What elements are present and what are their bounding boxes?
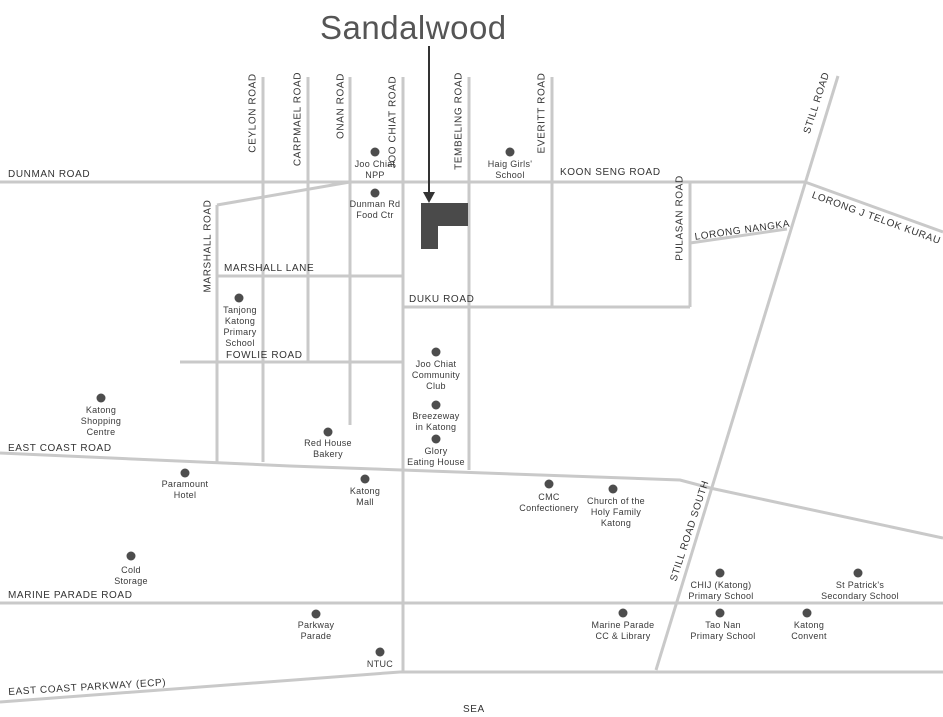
poi-marker-joo-chiat-npp	[370, 147, 380, 157]
road-label-marshall-lane: MARSHALL LANE	[224, 263, 315, 274]
still-road-line	[654, 75, 840, 671]
poi-marker-haig-girls-school	[505, 147, 515, 157]
sandalwood-building	[421, 203, 468, 249]
poi-marker-katong-mall	[360, 474, 370, 484]
sea-label: SEA	[463, 704, 485, 715]
lorong-j-telok-kurau-line	[804, 180, 943, 234]
road-label-fowlie: FOWLIE ROAD	[226, 350, 303, 361]
poi-marker-red-house-bakery	[323, 427, 333, 437]
poi-label-haig-girls-school: Haig Girls'School	[487, 159, 533, 180]
road-label-marine-parade: MARINE PARADE ROAD	[8, 590, 133, 601]
poi-label-chij-katong: CHIJ (Katong)Primary School	[688, 580, 754, 601]
poi-marker-paramount-hotel	[180, 468, 190, 478]
road-label-marshall-road: MARSHALL ROAD	[202, 199, 214, 293]
poi-marker-cmc-confectionery	[544, 479, 554, 489]
poi-marker-chij-katong	[715, 568, 725, 578]
poi-marker-cold-storage	[126, 551, 136, 561]
road-label-joo-chiat: JOO CHIAT ROAD	[387, 75, 399, 169]
road-label-koon-seng: KOON SENG ROAD	[560, 167, 661, 178]
poi-marker-katong-shopping-centre	[96, 393, 106, 403]
poi-label-ntuc: NTUC	[366, 659, 394, 669]
road-label-dunman: DUNMAN ROAD	[8, 169, 91, 180]
poi-marker-marine-parade-cc	[618, 608, 628, 618]
road-label-carpmael: CARPMAEL ROAD	[292, 71, 304, 167]
poi-marker-tanjong-katong-primary	[234, 293, 244, 303]
east-coast-parkway-line	[0, 670, 943, 704]
road-label-duku: DUKU ROAD	[409, 294, 475, 305]
poi-marker-tao-nan	[715, 608, 725, 618]
road-label-tembeling: TEMBELING ROAD	[453, 72, 465, 170]
poi-marker-glory-eating-house	[431, 434, 441, 444]
road-label-pulasan: PULASAN ROAD	[674, 175, 686, 261]
map-title: Sandalwood	[320, 9, 507, 46]
poi-marker-breezeway-in-katong	[431, 400, 441, 410]
poi-marker-katong-convent	[802, 608, 812, 618]
poi-marker-dunman-rd-food-ctr	[370, 188, 380, 198]
poi-marker-parkway-parade	[311, 609, 321, 619]
road-label-ceylon: CEYLON ROAD	[247, 73, 259, 153]
lorong-nangka-line	[689, 227, 788, 245]
location-arrow-head	[423, 192, 435, 203]
poi-marker-joo-chiat-community-club	[431, 347, 441, 357]
road-label-everitt: EVERITT ROAD	[536, 72, 548, 154]
east-coast-road-line	[0, 451, 943, 540]
marshall-connector-line	[216, 180, 351, 207]
poi-marker-church-holy-family	[608, 484, 618, 494]
poi-marker-st-patricks	[853, 568, 863, 578]
poi-marker-ntuc	[375, 647, 385, 657]
road-label-onan: ONAN ROAD	[335, 73, 347, 139]
road-label-east-coast: EAST COAST ROAD	[8, 443, 112, 454]
